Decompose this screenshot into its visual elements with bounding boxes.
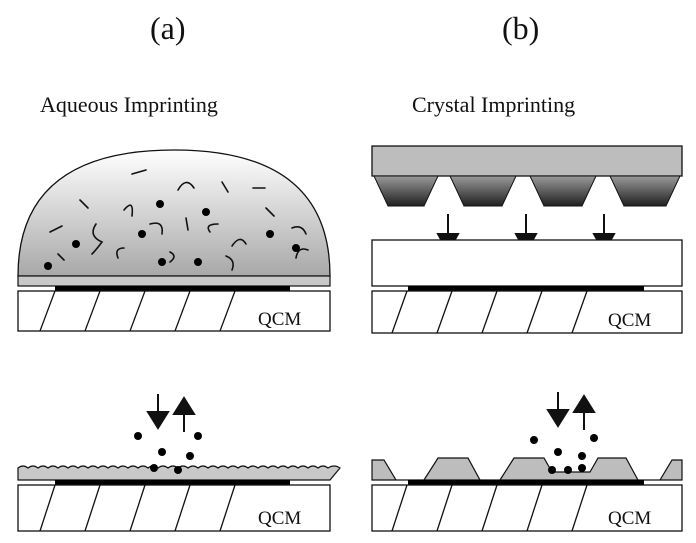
prepolymer-layer <box>371 239 683 287</box>
qcm-substrate <box>17 484 331 532</box>
panel-a-letter: (a) <box>150 10 186 46</box>
qcm-label: QCM <box>258 508 301 529</box>
panel-a-bottom: QCM <box>17 394 341 532</box>
polymer-droplet <box>17 149 331 277</box>
substrate-hatching <box>39 290 236 332</box>
panel-b-bottom: QCM <box>371 392 683 532</box>
qcm-electrode <box>55 480 290 485</box>
panel-a-top: QCM <box>17 149 331 332</box>
film-layer <box>17 275 331 287</box>
binding-arrows <box>546 392 596 430</box>
qcm-label: QCM <box>608 310 651 331</box>
panel-b-letter: (b) <box>502 10 540 46</box>
qcm-substrate <box>17 290 331 332</box>
panel-a-title: Aqueous Imprinting <box>40 92 218 117</box>
analyte-molecules <box>134 432 202 474</box>
substrate-hatching <box>391 290 588 334</box>
panel-b-top: QCM <box>371 145 683 334</box>
analyte-molecules <box>530 434 598 474</box>
polymer-chains <box>49 169 309 271</box>
stamp-teeth <box>373 175 681 207</box>
crystal-imprinted-film <box>371 457 683 481</box>
qcm-electrode <box>408 480 644 485</box>
substrate-hatching <box>391 484 588 532</box>
qcm-substrate <box>371 290 683 334</box>
qcm-label: QCM <box>258 309 301 330</box>
template-molecules <box>44 200 300 270</box>
binding-arrows <box>146 394 196 432</box>
qcm-label: QCM <box>608 508 651 529</box>
qcm-electrode <box>55 286 290 291</box>
substrate-hatching <box>39 484 236 532</box>
panel-b-title: Crystal Imprinting <box>412 92 576 117</box>
stamp-backing <box>371 145 683 177</box>
qcm-electrode <box>408 286 644 291</box>
